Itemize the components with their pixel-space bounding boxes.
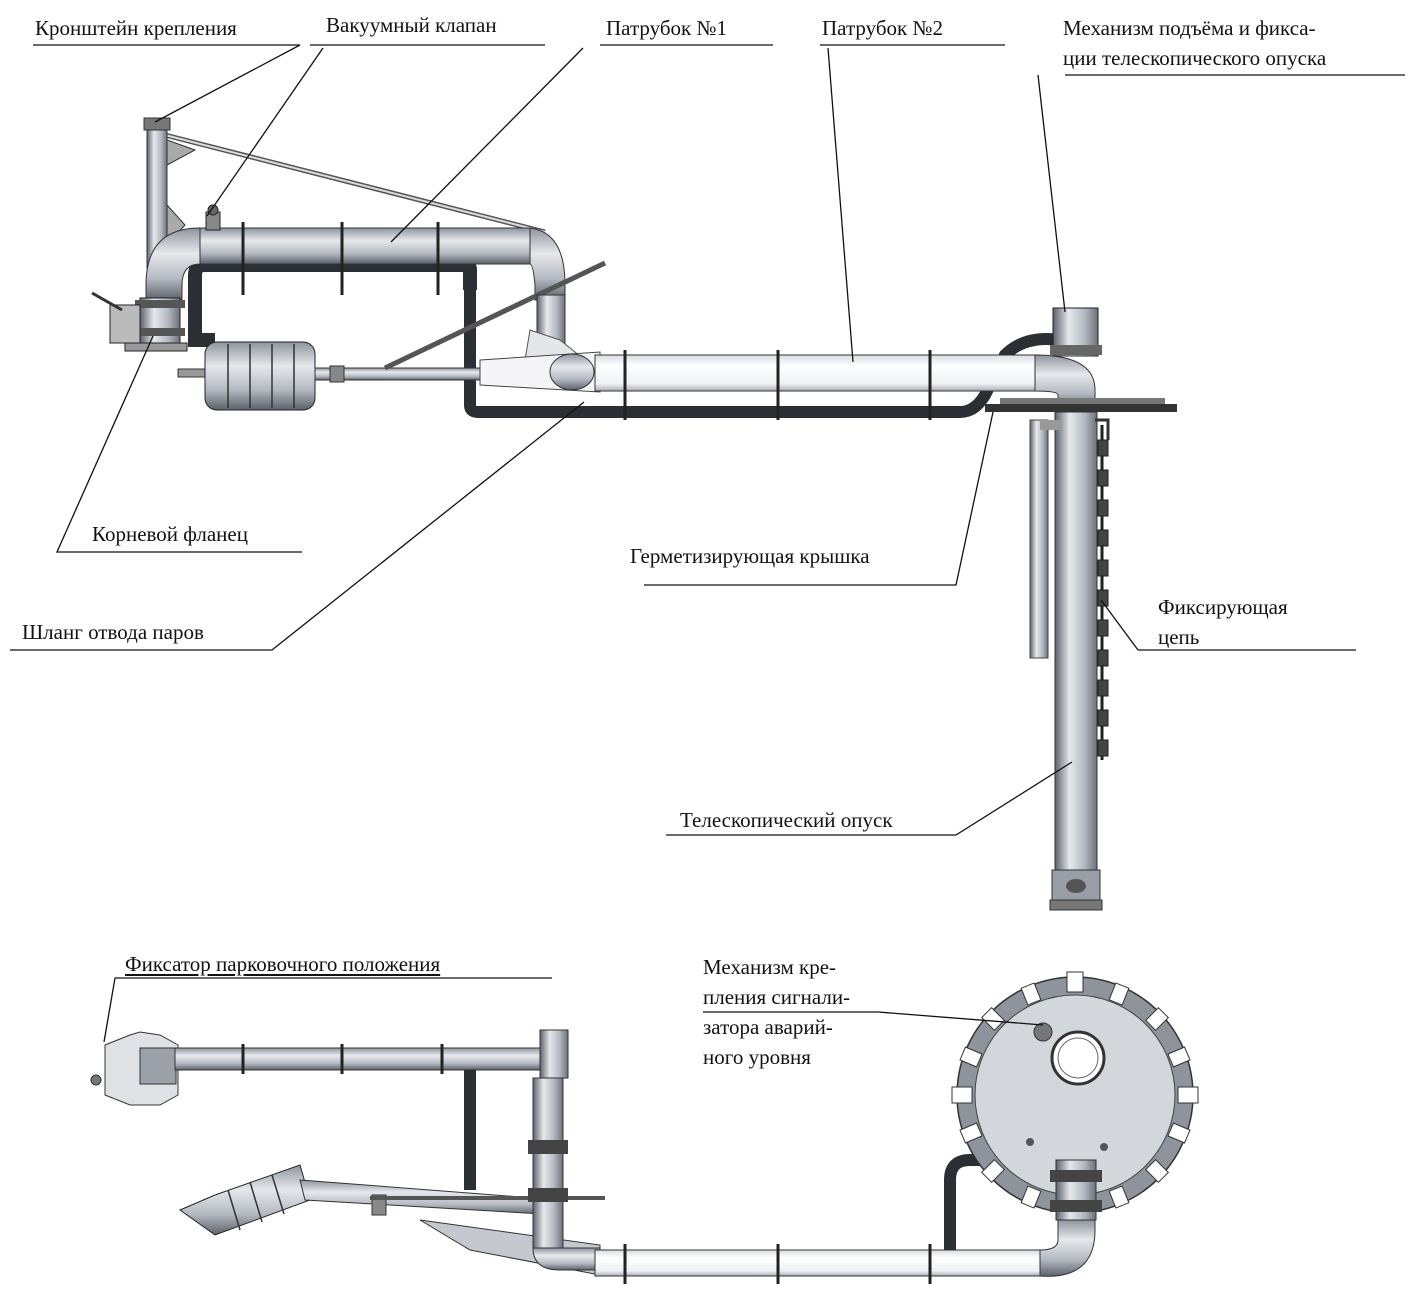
plan-view — [90, 971, 1199, 1284]
label-vacuum-valve: Вакуумный клапан — [326, 13, 497, 37]
label-alarm-mount-line2: пления сигнали- — [703, 985, 851, 1009]
vapor-hose-upper — [188, 258, 477, 347]
label-alarm-mount-line1: Механизм кре- — [703, 955, 837, 979]
pipe-2 — [594, 354, 1041, 392]
counterweight-plan — [178, 1164, 311, 1236]
label-bracket: Кронштейн крепления — [35, 16, 237, 40]
leader-lines-bottom — [103, 977, 1044, 1043]
label-lift-mechanism-line2: ции телескопического опуска — [1063, 46, 1327, 70]
label-pipe-2: Патрубок №2 — [822, 16, 943, 40]
pipe-1-plan — [174, 1047, 546, 1071]
pipe-2-plan — [594, 1249, 1056, 1277]
label-fixing-chain-line2: цепь — [1158, 625, 1200, 649]
side-view — [91, 117, 1177, 911]
label-telescopic: Телескопический опуск — [680, 808, 893, 832]
vapor-hose-lower — [464, 280, 1061, 418]
leader-lines-top — [10, 44, 1405, 836]
label-lift-mechanism-line1: Механизм подъёма и фикса- — [1063, 16, 1316, 40]
label-parking-lock: Фиксатор парковочного положения — [125, 952, 441, 976]
label-fixing-chain-line1: Фиксирующая — [1158, 595, 1288, 619]
fixing-chain — [1097, 425, 1109, 760]
label-root-flange: Корневой фланец — [92, 522, 248, 546]
sealing-cover — [985, 404, 1177, 412]
label-alarm-mount-line3: затора аварий- — [703, 1015, 833, 1039]
pipe-1 — [199, 227, 531, 265]
counterweight — [204, 341, 316, 411]
label-pipe-1: Патрубок №1 — [606, 16, 727, 40]
sealing-cover-plan — [951, 971, 1199, 1219]
label-sealing-cover: Герметизирующая крышка — [630, 544, 870, 568]
label-alarm-mount-line4: ного уровня — [703, 1045, 811, 1069]
label-vapor-hose: Шланг отвода паров — [22, 620, 204, 644]
telescopic-tube — [1054, 411, 1098, 903]
alarm-sensor-mount — [1033, 1022, 1053, 1042]
